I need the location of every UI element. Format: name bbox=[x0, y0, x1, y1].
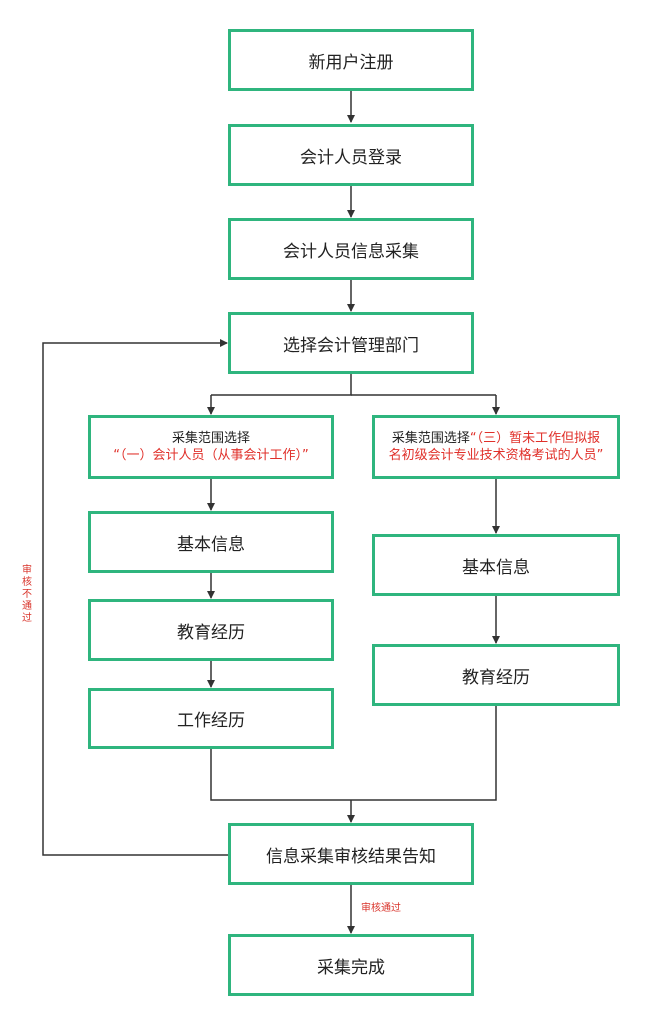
right-scope-box: 采集范围选择“（三）暂未工作但拟报 名初级会计专业技术资格考试的人员” bbox=[372, 415, 620, 479]
right-scope-label: 采集范围选择 bbox=[391, 431, 470, 446]
right-scope-option-1: “（三）暂未工作但拟报 bbox=[469, 431, 601, 446]
step-audit-notice: 信息采集审核结果告知 bbox=[228, 823, 474, 885]
arrow-audit-fail-loop bbox=[42, 339, 229, 856]
audit-pass-label: 审核通过 bbox=[361, 903, 401, 914]
step-select-dept: 选择会计管理部门 bbox=[228, 312, 474, 374]
split-connector bbox=[211, 374, 352, 396]
left-scope-label: 采集范围选择 bbox=[171, 431, 250, 446]
step-collect: 会计人员信息采集 bbox=[228, 218, 474, 280]
merge-connector bbox=[210, 706, 497, 801]
left-scope-option: “（一）会计人员（从事会计工作）” bbox=[113, 448, 309, 463]
step-login: 会计人员登录 bbox=[228, 124, 474, 186]
left-scope-box: 采集范围选择 “（一）会计人员（从事会计工作）” bbox=[88, 415, 334, 479]
right-scope-option-2: 名初级会计专业技术资格考试的人员” bbox=[388, 448, 604, 463]
right-basic-info: 基本信息 bbox=[372, 534, 620, 596]
audit-fail-label: 审 核 不 通 过 bbox=[22, 565, 32, 624]
left-basic-info: 基本信息 bbox=[88, 511, 334, 573]
right-education: 教育经历 bbox=[372, 644, 620, 706]
left-work: 工作经历 bbox=[88, 688, 334, 749]
step-register: 新用户注册 bbox=[228, 29, 474, 91]
step-done: 采集完成 bbox=[228, 934, 474, 996]
left-education: 教育经历 bbox=[88, 599, 334, 661]
